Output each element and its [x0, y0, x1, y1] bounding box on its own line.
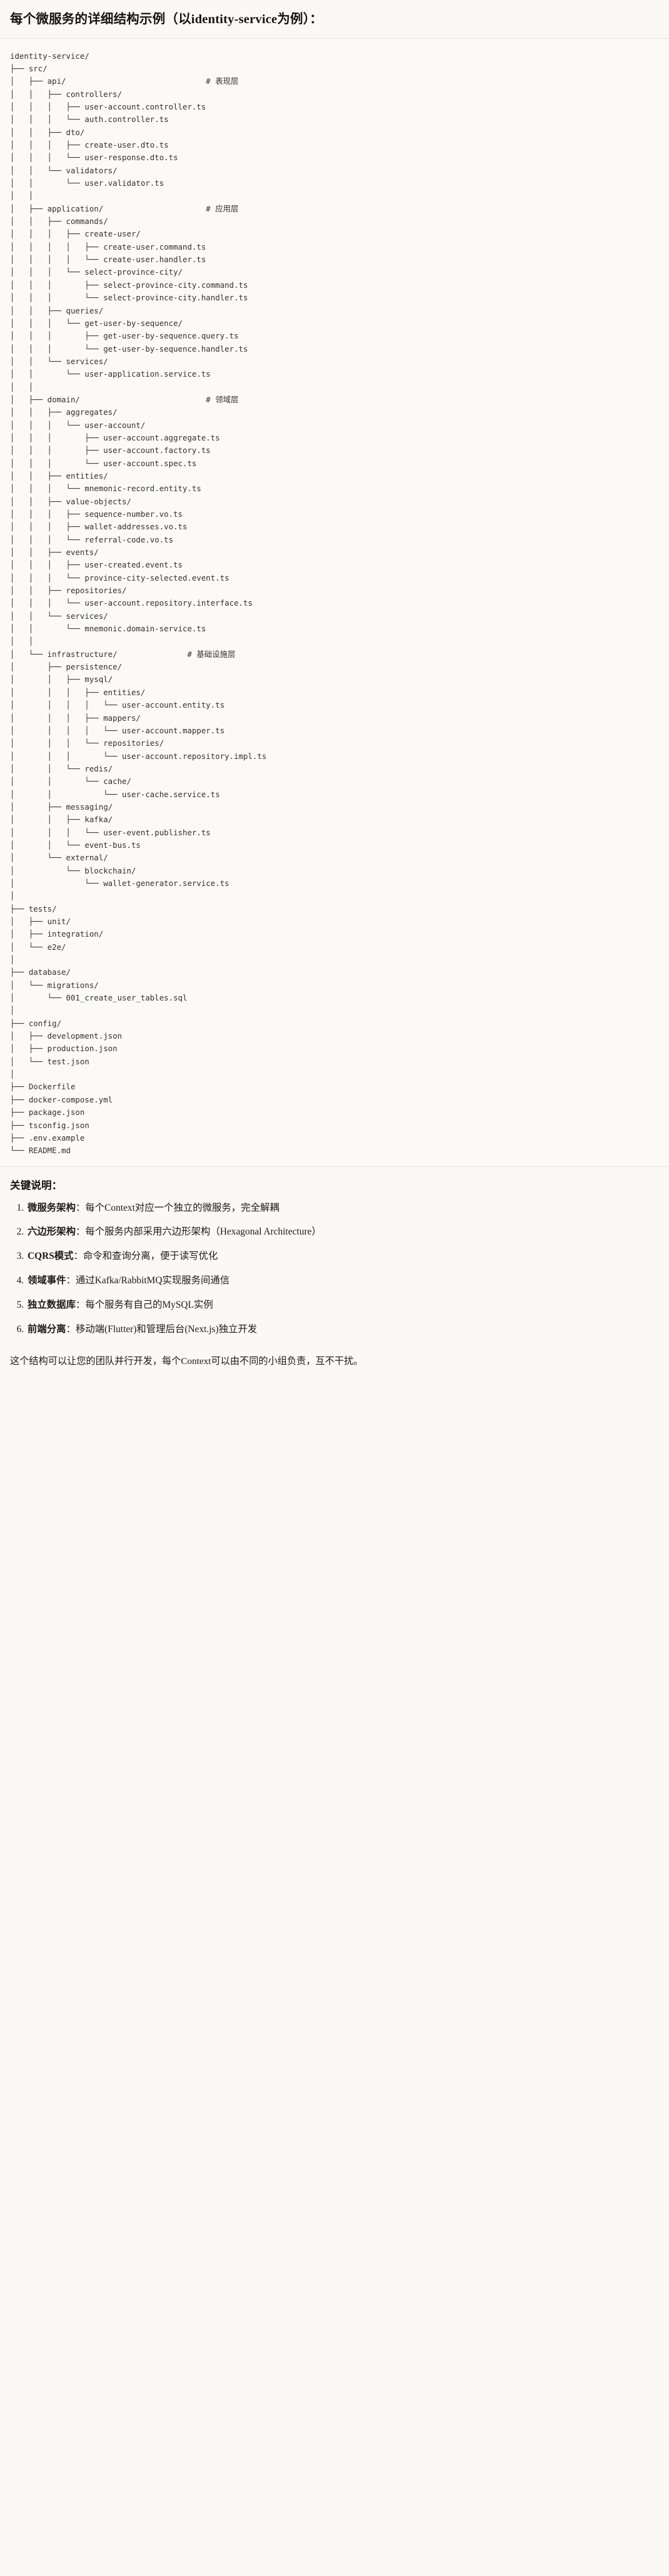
note-body: ：命令和查询分离，便于读写优化 [73, 1251, 218, 1262]
key-notes-list: 微服务架构：每个Context对应一个独立的微服务，完全解耦 六边形架构：每个服… [10, 1201, 659, 1337]
code-block-divider [0, 1166, 669, 1167]
key-notes-section: 关键说明： 微服务架构：每个Context对应一个独立的微服务，完全解耦 六边形… [0, 1167, 669, 1350]
closing-note: 这个结构可以让您的团队并行开发，每个Context可以由不同的小组负责，互不干扰… [10, 1355, 363, 1367]
list-item: 前端分离：移动端(Flutter)和管理后台(Next.js)独立开发 [26, 1322, 659, 1337]
note-term: 前端分离 [28, 1323, 66, 1335]
list-item: CQRS模式：命令和查询分离，便于读写优化 [26, 1249, 659, 1264]
document-page: 每个微服务的详细结构示例（以identity-service为例）： ident… [0, 0, 669, 1382]
page-title: 每个微服务的详细结构示例（以identity-service为例）： [10, 13, 323, 26]
note-body: ：每个Context对应一个独立的微服务，完全解耦 [75, 1202, 279, 1213]
directory-tree-text: identity-service/ ├── src/ │ ├── api/ # … [10, 51, 267, 1156]
note-body: ：每个服务内部采用六边形架构（Hexagonal Architecture） [75, 1226, 321, 1238]
note-body: ：移动端(Flutter)和管理后台(Next.js)独立开发 [66, 1323, 258, 1335]
note-term: 六边形架构 [28, 1226, 76, 1238]
list-item: 六边形架构：每个服务内部采用六边形架构（Hexagonal Architectu… [26, 1224, 659, 1240]
list-item: 微服务架构：每个Context对应一个独立的微服务，完全解耦 [26, 1201, 659, 1216]
note-body: ：每个服务有自己的MySQL实例 [75, 1300, 213, 1311]
key-notes-heading: 关键说明： [10, 1179, 63, 1191]
note-term: 领域事件 [28, 1275, 66, 1286]
directory-tree-code-block: identity-service/ ├── src/ │ ├── api/ # … [0, 38, 669, 1166]
list-item: 领域事件：通过Kafka/RabbitMQ实现服务间通信 [26, 1273, 659, 1288]
note-term: 微服务架构 [28, 1202, 76, 1213]
title-divider [0, 38, 669, 39]
note-term: CQRS模式 [28, 1251, 74, 1262]
list-item: 独立数据库：每个服务有自己的MySQL实例 [26, 1298, 659, 1313]
note-term: 独立数据库 [28, 1300, 76, 1311]
note-body: ：通过Kafka/RabbitMQ实现服务间通信 [66, 1275, 230, 1286]
